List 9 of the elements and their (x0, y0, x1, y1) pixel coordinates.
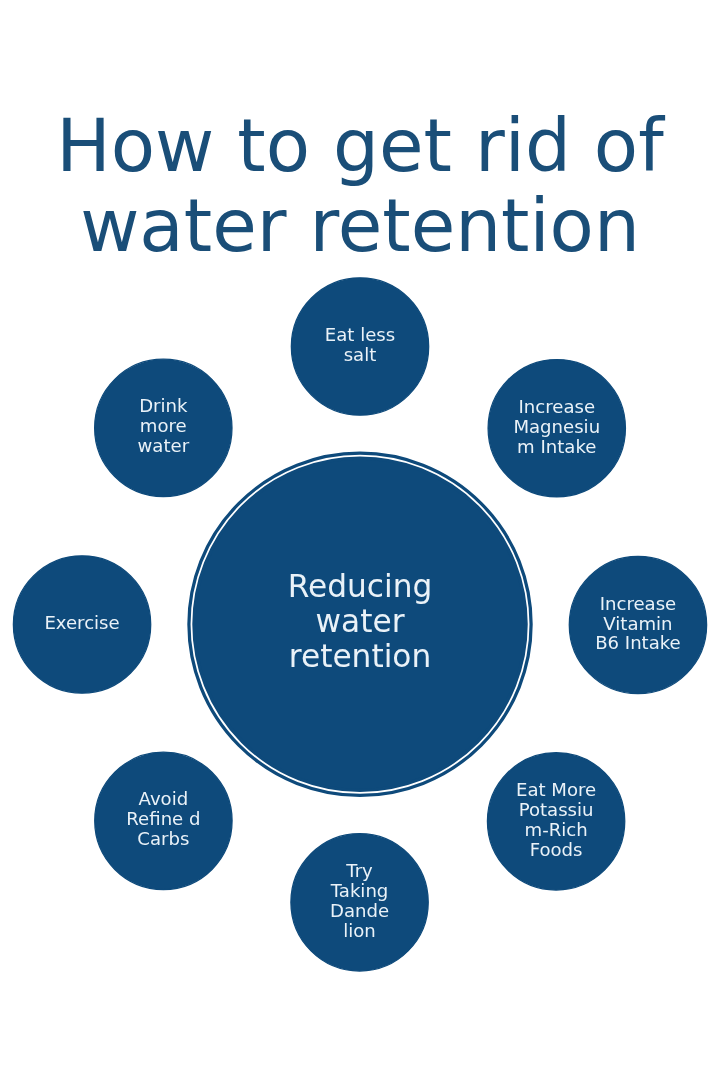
node-circle: Increase Vitamin B6 Intake (568, 555, 708, 694)
node-circle: Increase Magnesiu m Intake (487, 358, 627, 498)
node-circle: Eat More Potassiu m-Rich Foods (486, 751, 626, 891)
node-circle: Try Taking Dande lion (290, 832, 429, 972)
diagram-title: How to get rid of water retention (56, 103, 664, 268)
node-circle: Exercise (12, 554, 152, 694)
node-circle: Drink more water (94, 358, 233, 497)
node-circle: Eat less salt (290, 276, 430, 416)
node-circle: Avoid Refine d Carbs (94, 751, 233, 890)
